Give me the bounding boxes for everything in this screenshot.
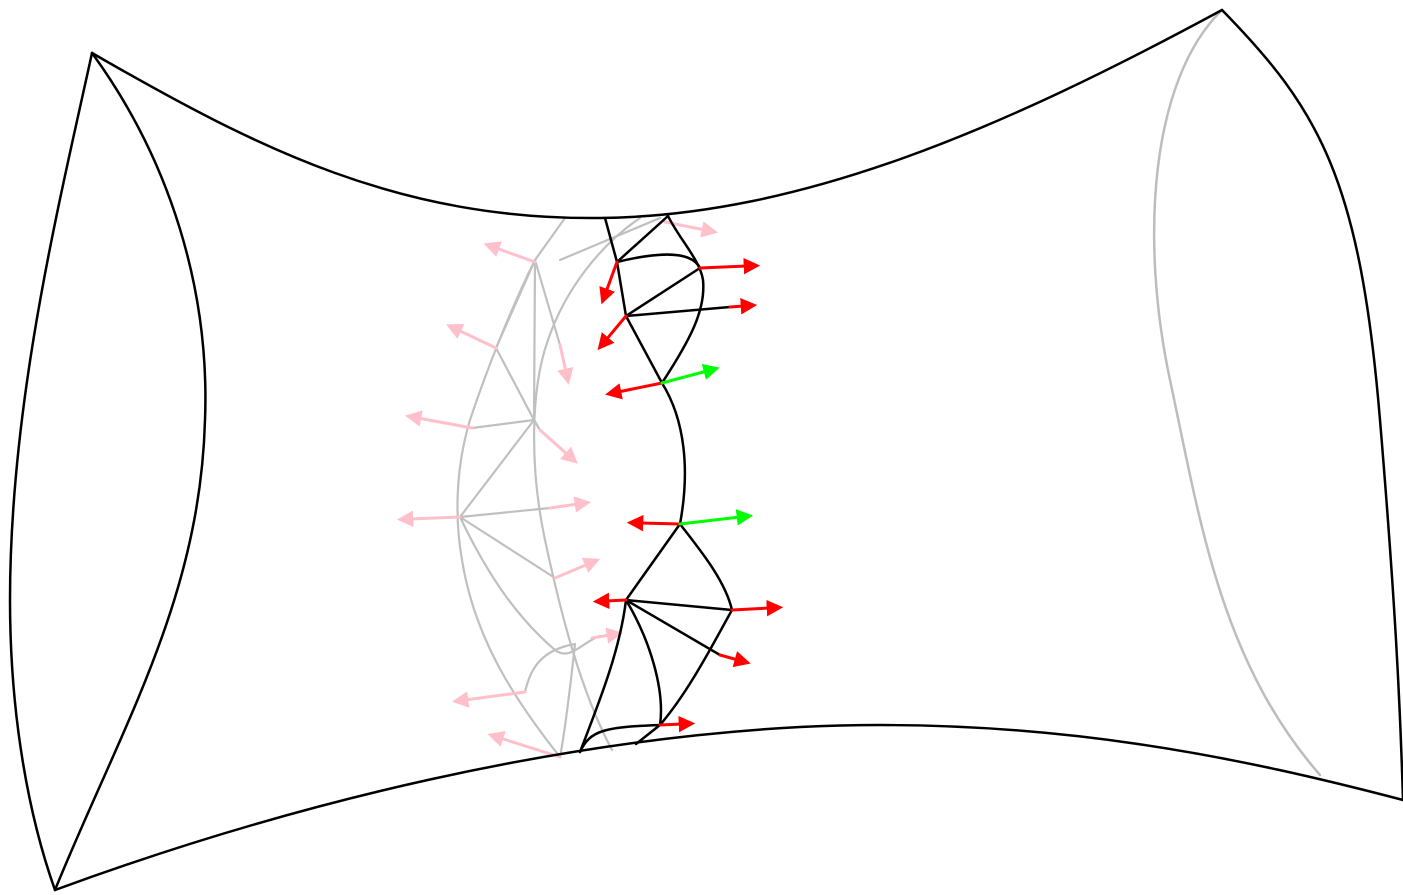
back-normal-arrow [483,241,537,264]
back-normal-arrow [553,557,601,580]
back-normal-arrow [487,731,562,759]
back-normals [396,220,718,759]
front-normals [592,257,784,733]
left-rim-back-curve [8,51,94,892]
top-boundary-curve [90,8,1224,220]
right-rim-hidden-curve [1152,8,1322,777]
front-normal-arrow [658,715,696,733]
highlight-normal-arrow [660,363,720,385]
front-normal-arrow [599,260,619,305]
surface-outline [8,8,1403,892]
front-normal-arrow [730,599,784,617]
back-normal-arrow [590,627,624,644]
front-normal-arrow [626,514,682,532]
front-normal-arrow [728,298,758,315]
front-normal-arrow [698,257,761,275]
front-normal-arrow [605,381,664,400]
front-normal-arrow [597,314,628,351]
front-normal-arrow [592,592,628,610]
back-mesh-edges [456,216,662,759]
back-normal-arrow [548,496,592,513]
bottom-boundary-curve [53,723,1403,892]
back-normal-arrow [557,343,574,385]
back-normal-arrow [538,428,578,464]
highlight-normals [660,363,754,526]
front-mesh [578,214,784,754]
left-rim-front-curve [53,51,207,892]
back-normal-arrow [396,510,462,528]
front-mesh-edges [578,214,734,754]
back-normal-arrow [405,410,474,430]
back-normal-arrow [451,690,527,708]
highlight-normal-arrow [678,509,754,526]
right-boundary-curve [1220,8,1403,802]
back-mesh [396,216,718,759]
front-normal-arrow [718,651,751,668]
back-normal-arrow [446,323,498,350]
